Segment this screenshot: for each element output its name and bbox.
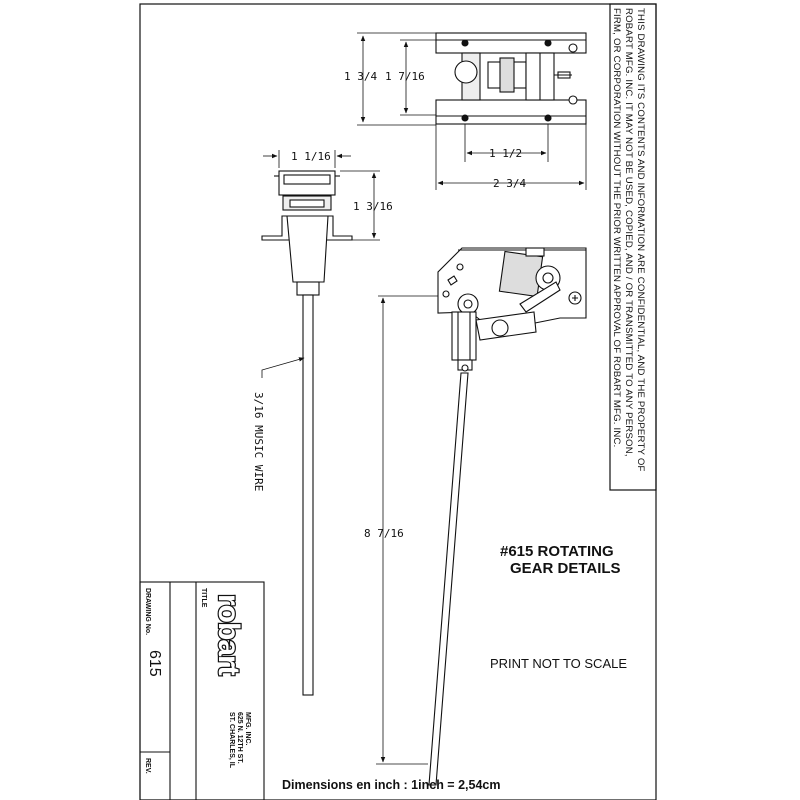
drawing-no-label: DRAWING No. (144, 588, 151, 635)
company-city: ST. CHARLES, IL (228, 712, 235, 769)
dim-side-height: 1 3/16 (353, 200, 393, 213)
company-address: 625 N. 12TH ST. (236, 712, 243, 764)
dim-top-height-outer: 1 3/4 (344, 70, 377, 83)
title-block (139, 581, 265, 800)
rotating-gear-assembly (428, 247, 587, 786)
dim-side-width: 1 1/16 (291, 150, 331, 163)
rev-label: REV. (144, 758, 151, 774)
print-scale-note: PRINT NOT TO SCALE (490, 656, 627, 671)
confidential-line-2: ROBART MFG. INC. IT MAY NOT BE USED, COP… (623, 8, 634, 457)
confidential-line-3: FIRM, OR CORPORATION WITHOUT THE PRIOR W… (611, 8, 622, 447)
dimensions-footer-note: Dimensions en inch : 1inch = 2,54cm (282, 778, 500, 792)
robart-logo: robart (212, 594, 245, 676)
drawing-no-value: 615 (146, 650, 163, 677)
top-view-dimensions (357, 32, 587, 190)
dim-top-width: 2 3/4 (493, 177, 526, 190)
confidential-line-1: THIS DRAWING ITS CONTENTS AND INFORMATIO… (635, 8, 646, 472)
side-view-dimensions (261, 150, 380, 378)
company-name: MFG. INC. (244, 712, 251, 745)
drawing-title-line-1: #615 ROTATING (500, 543, 614, 560)
strut-length-dimension (376, 295, 438, 765)
title-label: TITLE (200, 588, 207, 608)
dim-top-hole-spacing: 1 1/2 (489, 147, 522, 160)
side-view-assembly (261, 170, 353, 696)
wire-label: 3/16 MUSIC WIRE (252, 392, 265, 491)
top-view-assembly (435, 32, 587, 125)
dim-top-height-inner: 1 7/16 (385, 70, 425, 83)
dim-strut-length: 8 7/16 (364, 527, 404, 540)
drawing-title-line-2: GEAR DETAILS (510, 560, 621, 577)
confidential-notice-box: THIS DRAWING ITS CONTENTS AND INFORMATIO… (609, 3, 657, 491)
